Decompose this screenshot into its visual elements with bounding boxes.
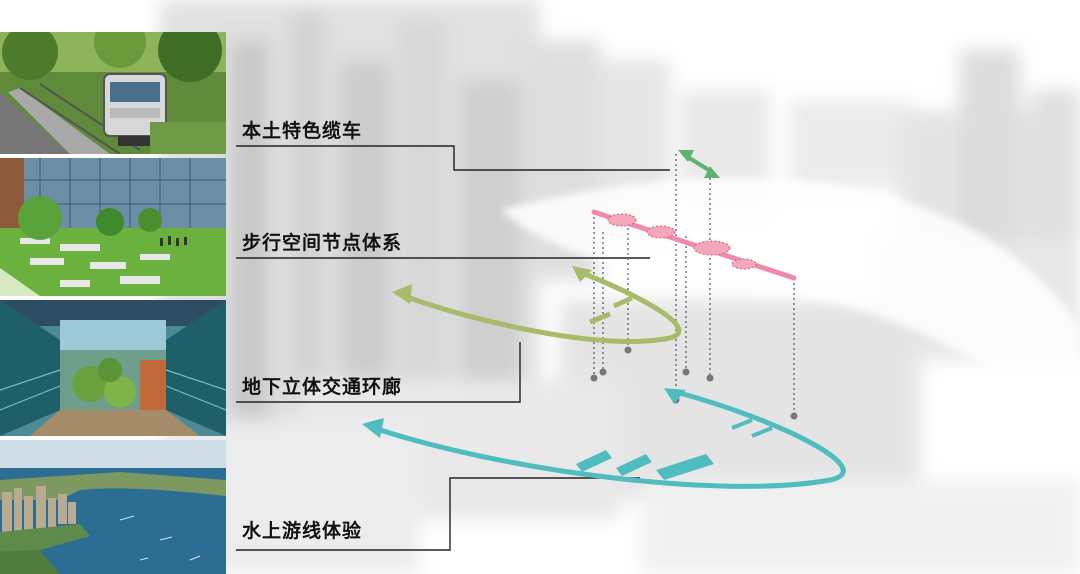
label-pedestrian-nodes: 步行空间节点体系	[242, 232, 403, 254]
leader-lines	[236, 145, 670, 551]
photo-underground-corridor	[0, 300, 226, 436]
label-water-tour: 水上游线体验	[242, 520, 363, 542]
water-loop	[362, 388, 846, 489]
dotted-guides	[593, 154, 795, 416]
double-arrow-icon	[678, 150, 720, 178]
pedestrian-line	[591, 209, 797, 281]
photo-waterfront	[0, 440, 226, 574]
photo-pedestrian-plaza	[0, 158, 226, 296]
river-band	[500, 177, 1080, 420]
photo-cable-car	[0, 32, 226, 154]
label-cable-car: 本土特色缆车	[242, 120, 363, 142]
label-underground-corridor: 地下立体交通环廊	[242, 376, 403, 398]
loop-arrow-icon	[392, 266, 682, 344]
